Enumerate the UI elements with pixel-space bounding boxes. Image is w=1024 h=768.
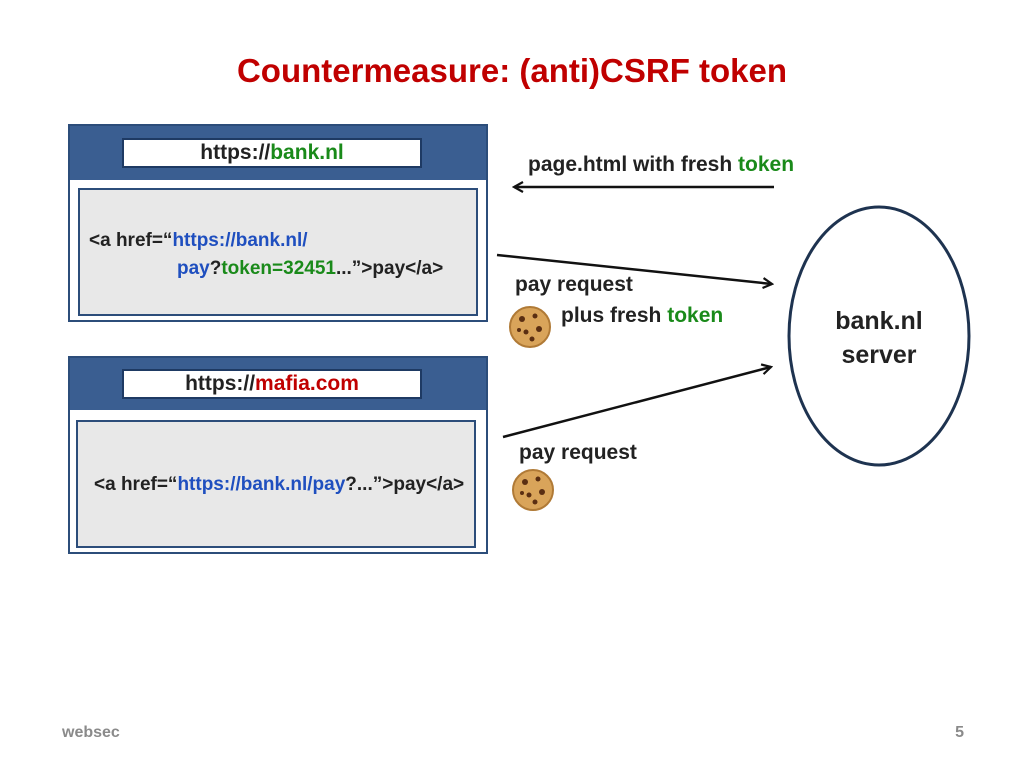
label-text: page.html with fresh (528, 153, 739, 176)
url-prefix: https:// (200, 141, 271, 164)
page-content-mafia: <a href=“https://bank.nl/pay?...”>pay</a… (76, 420, 476, 548)
server-label: bank.nl server (789, 304, 969, 372)
link-path: pay (177, 258, 210, 279)
link-url: https://bank.nl/pay (177, 474, 346, 495)
token-word: token (738, 153, 795, 176)
page-number: 5 (955, 724, 964, 741)
browser-window-mafia: https://mafia.com <a href=“https://bank.… (68, 356, 488, 554)
pay-request-label-1: pay request (515, 273, 633, 296)
url-bar-bank: https://bank.nl (122, 138, 422, 168)
label-text: plus fresh (561, 304, 668, 327)
browser-window-bank: https://bank.nl <a href=“https://bank.nl… (68, 124, 488, 322)
code-text: ? (209, 258, 222, 279)
url-host: mafia.com (255, 372, 359, 395)
response-label: page.html with fresh token (528, 153, 794, 177)
code-text: <a href=“ (89, 230, 173, 251)
server-role: server (841, 341, 917, 369)
plus-token-label: plus fresh token (561, 304, 723, 328)
url-prefix: https:// (185, 372, 256, 395)
page-content-bank: <a href=“https://bank.nl/ pay?token=3245… (78, 188, 478, 316)
code-line: <a href=“https://bank.nl/pay?...”>pay</a… (94, 474, 464, 496)
token-word: token (667, 304, 724, 327)
slide-title: Countermeasure: (anti)CSRF token (236, 52, 788, 89)
footer-course: websec (62, 724, 120, 741)
pay-request-label-2: pay request (519, 441, 637, 464)
arrow-pay-request-valid (496, 253, 772, 284)
cookie-icon (512, 469, 554, 511)
link-url: https://bank.nl/ (172, 230, 308, 251)
url-host: bank.nl (270, 141, 344, 164)
cookie-icon (509, 306, 551, 348)
code-text: ...”>pay</a> (335, 258, 444, 279)
code-line-1: <a href=“https://bank.nl/ (89, 230, 308, 252)
code-text: <a href=“ (94, 474, 178, 495)
url-bar-mafia: https://mafia.com (122, 369, 422, 399)
server-ellipse (787, 205, 971, 467)
arrow-pay-request-forged (502, 367, 771, 439)
code-line-2: pay?token=32451...”>pay</a> (177, 258, 443, 280)
token-param: token=32451 (221, 258, 336, 279)
server-name: bank.nl (835, 307, 923, 335)
code-text: ?...”>pay</a> (345, 474, 465, 495)
